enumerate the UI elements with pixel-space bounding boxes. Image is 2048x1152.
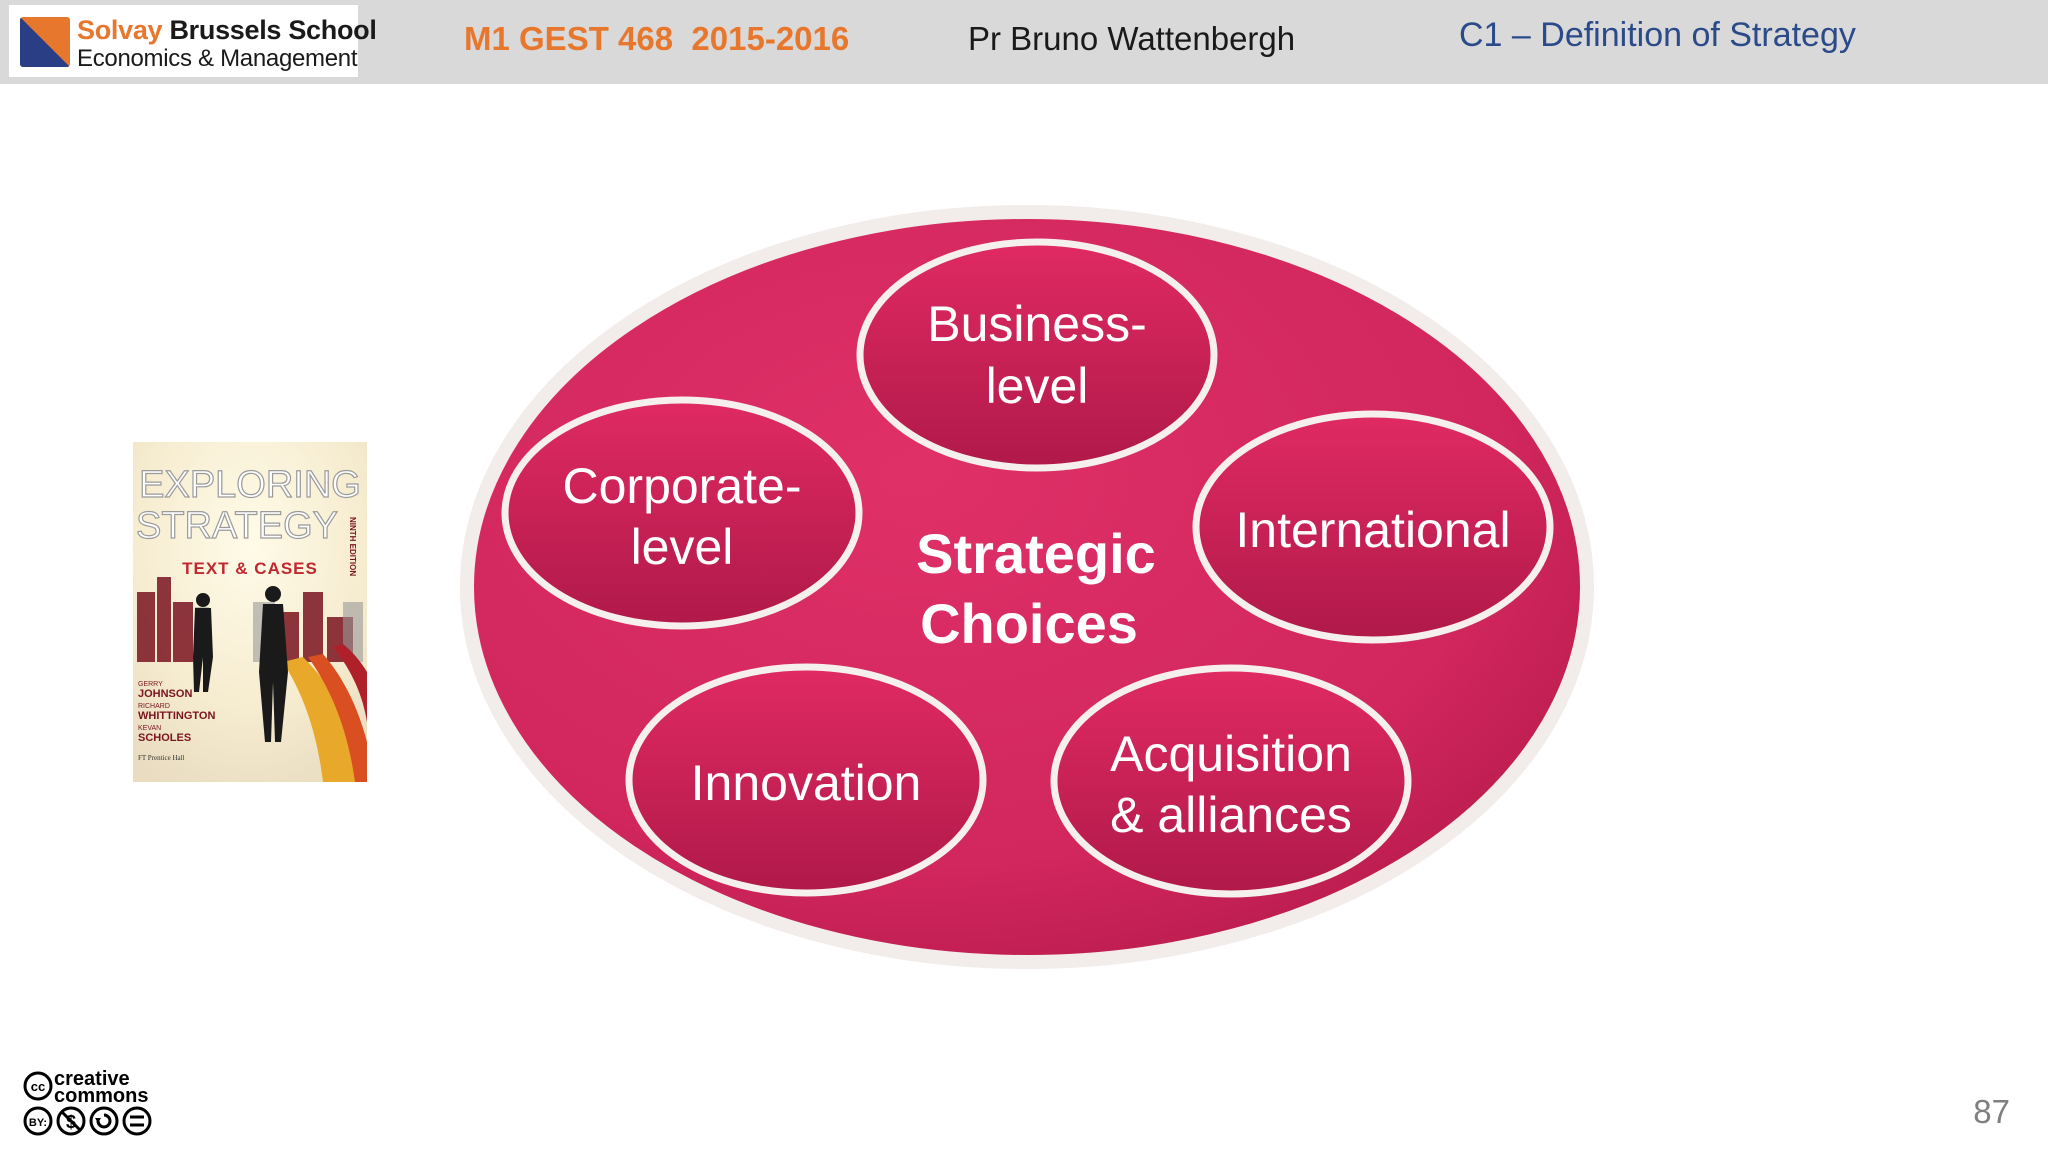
logo-text-line1: Solvay Brussels School	[77, 15, 377, 46]
professor-name: Pr Bruno Wattenbergh	[968, 20, 1296, 57]
course-code: M1 GEST 468 2015-2016	[464, 20, 850, 57]
book-title-line1: EXPLORING	[139, 464, 361, 506]
slide-page-number: 87	[1973, 1093, 2010, 1130]
svg-text:cc: cc	[31, 1079, 45, 1094]
center-label-line2: Choices	[920, 592, 1138, 655]
node-acquisition-line1: Acquisition	[1110, 726, 1352, 782]
book-edition: NINTH EDITION	[348, 517, 357, 576]
slide-header: Solvay Brussels School Economics & Manag…	[0, 0, 2048, 84]
node-international: International	[1192, 410, 1554, 644]
book-author-first: RICHARD	[138, 703, 170, 710]
cc-sa-icon	[89, 1106, 119, 1136]
creative-commons-badge: cc creative commons BY: $	[20, 1068, 170, 1140]
chapter-title: C1 – Definition of Strategy	[1459, 16, 1856, 54]
book-author-first: GERRY	[138, 681, 163, 688]
node-international-line1: International	[1235, 502, 1510, 558]
node-business-line1: Business-	[927, 296, 1147, 352]
solvay-logo-mark-icon	[20, 17, 70, 67]
cc-text-line1: creative	[54, 1068, 130, 1090]
logo-accent-word: Solvay	[77, 15, 163, 45]
cc-nd-icon	[122, 1106, 152, 1136]
node-corporate-line2: level	[631, 519, 734, 575]
book-publisher: FT Prentice Hall	[138, 754, 185, 762]
book-subtitle: TEXT & CASES	[182, 559, 318, 578]
logo-text-line2: Economics & Management	[77, 45, 358, 72]
book-author-last: JOHNSON	[138, 688, 192, 700]
strategic-choices-diagram: Business- level Corporate- level Interna…	[440, 200, 1600, 980]
cc-by-icon: BY:	[23, 1106, 53, 1136]
center-label-line1: Strategic	[916, 522, 1156, 585]
cc-text-line2: commons	[54, 1085, 148, 1107]
node-acquisition-line2: & alliances	[1110, 787, 1352, 843]
book-author-last: WHITTINGTON	[138, 710, 215, 722]
book-author-first: KEVAN	[138, 725, 161, 732]
logo-school-word: Brussels School	[162, 15, 377, 45]
book-title-line2: STRATEGY	[136, 505, 338, 547]
cc-logo-icon	[23, 1071, 53, 1101]
svg-text:BY:: BY:	[29, 1117, 47, 1129]
solvay-logo: Solvay Brussels School Economics & Manag…	[9, 5, 377, 77]
book-author-last: SCHOLES	[138, 732, 191, 744]
node-acquisition-alliances: Acquisition & alliances	[1050, 664, 1412, 898]
node-business-level: Business- level	[856, 238, 1218, 472]
node-innovation: Innovation	[625, 663, 987, 897]
node-innovation-line1: Innovation	[691, 755, 922, 811]
node-corporate-level: Corporate- level	[501, 396, 863, 630]
book-cover-image: EXPLORING STRATEGY TEXT & CASES NINTH ED…	[133, 442, 367, 782]
node-corporate-line1: Corporate-	[563, 458, 802, 514]
node-business-line2: level	[986, 358, 1089, 414]
cc-nc-icon: $	[56, 1106, 86, 1136]
